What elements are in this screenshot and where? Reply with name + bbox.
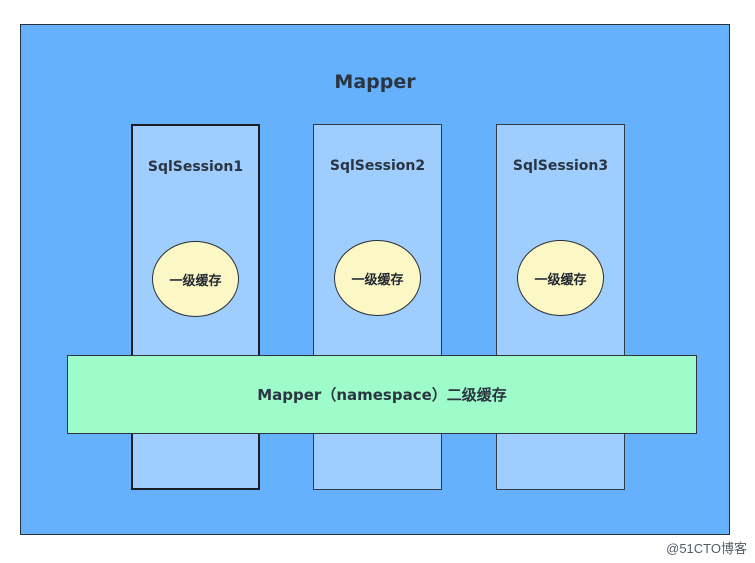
sql-session-2-label: SqlSession2 [329,158,426,174]
sql-session-3-label: SqlSession3 [512,158,609,174]
first-level-cache-3: 一级缓存 [517,240,604,316]
sql-session-1-label: SqlSession1 [147,159,244,175]
sql-session-1: SqlSession1 一级缓存 [131,124,260,490]
sql-session-2: SqlSession2 一级缓存 [313,124,442,490]
watermark: @51CTO博客 [666,541,747,556]
second-level-cache-bar: Mapper（namespace）二级缓存 [67,355,697,434]
first-level-cache-2: 一级缓存 [334,240,421,316]
first-level-cache-1: 一级缓存 [152,241,239,317]
mapper-title: Mapper [334,71,416,93]
sql-session-3: SqlSession3 一级缓存 [496,124,625,490]
